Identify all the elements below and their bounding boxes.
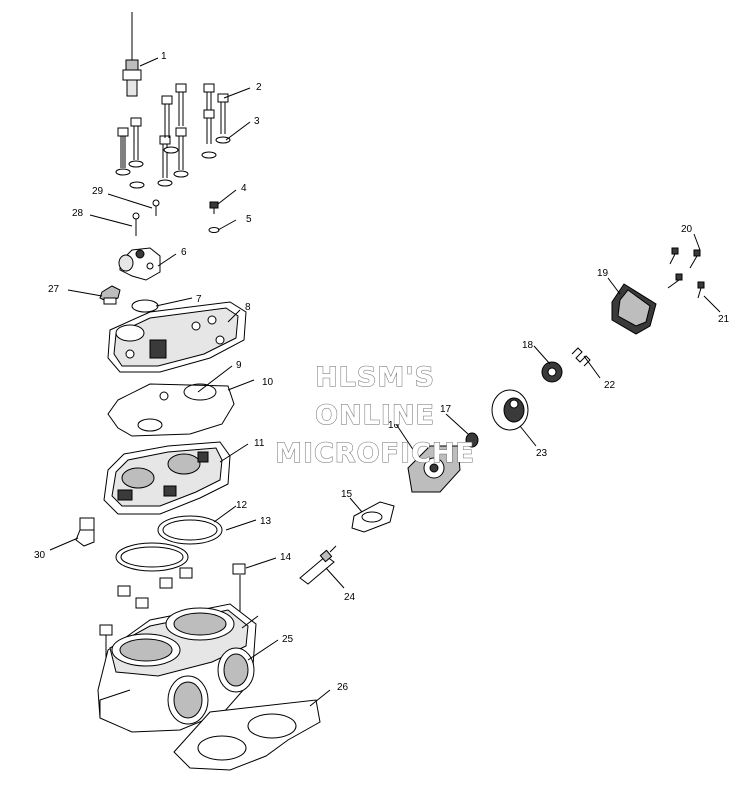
callout-numbers: 1 2 3 4 5 6 7 8 9 10 11 12 13 14 15 16 1…: [34, 51, 730, 693]
callout-16: 16: [388, 420, 400, 431]
callout-30: 30: [34, 550, 46, 561]
callout-11: 11: [254, 438, 265, 449]
part-5-washer: [208, 227, 220, 233]
part-6-thermostat-housing: [118, 247, 161, 281]
callout-24: 24: [344, 592, 356, 603]
part-16-pump-housing: [407, 445, 461, 493]
part-24-spark-plug: [299, 545, 337, 585]
callout-7: 7: [196, 294, 202, 305]
part-20-screws: [667, 247, 701, 289]
callout-2: 2: [256, 82, 262, 93]
part-26-base-gasket: [173, 699, 321, 771]
part-8-head-cover: [107, 301, 247, 373]
part-11-cylinder-head: [103, 441, 231, 515]
callout-23: 23: [536, 448, 548, 459]
callout-29: 29: [92, 186, 104, 197]
callout-12: 12: [236, 500, 248, 511]
callout-25: 25: [282, 634, 294, 645]
part-14-nuts: [99, 563, 246, 682]
callout-20: 20: [681, 224, 693, 235]
callout-10: 10: [262, 377, 274, 388]
part-13-gasket: [115, 542, 189, 572]
part-15-gasket: [351, 501, 395, 533]
part-18-bearing: [541, 361, 563, 383]
part-30-elbow-fitting: [75, 517, 95, 547]
watermark-line-3: MICROFICHE: [275, 438, 475, 470]
callout-22: 22: [604, 380, 616, 391]
watermark-line-1: HLSM'S: [315, 362, 435, 394]
callout-6: 6: [181, 247, 187, 258]
part-2-bolts: [117, 83, 229, 178]
callout-14: 14: [280, 552, 292, 563]
part-17-seal: [465, 432, 479, 448]
callout-3: 3: [254, 116, 260, 127]
callout-1: 1: [161, 51, 167, 62]
part-23-impeller: [491, 389, 529, 431]
part-22-spring: [571, 347, 591, 367]
part-28-pin: [132, 212, 140, 236]
part-4-screw: [209, 201, 219, 214]
callout-21: 21: [718, 314, 730, 325]
part-3-washers: [115, 136, 231, 189]
part-12-gasket: [157, 515, 223, 545]
part-27-thermostat: [99, 285, 121, 305]
callout-17: 17: [440, 404, 452, 415]
callout-27: 27: [48, 284, 60, 295]
part-21-screw: [697, 281, 705, 299]
callout-9: 9: [236, 360, 242, 371]
callout-19: 19: [597, 268, 609, 279]
callout-15: 15: [341, 489, 353, 500]
callout-18: 18: [522, 340, 534, 351]
watermark-line-2: ONLINE: [315, 400, 435, 432]
callout-28: 28: [72, 208, 84, 219]
part-7-o-ring: [131, 299, 159, 313]
part-19-pump-cover: [611, 283, 657, 335]
part-29-pin: [152, 199, 160, 216]
leader-lines: [49, 57, 721, 707]
callout-5: 5: [246, 214, 252, 225]
callout-26: 26: [337, 682, 349, 693]
part-1-sensor: [122, 12, 142, 97]
part-25-cylinder: [97, 603, 257, 733]
callout-8: 8: [245, 302, 251, 313]
callout-13: 13: [260, 516, 272, 527]
callout-4: 4: [241, 183, 247, 194]
part-10-head-gasket: [107, 383, 235, 437]
